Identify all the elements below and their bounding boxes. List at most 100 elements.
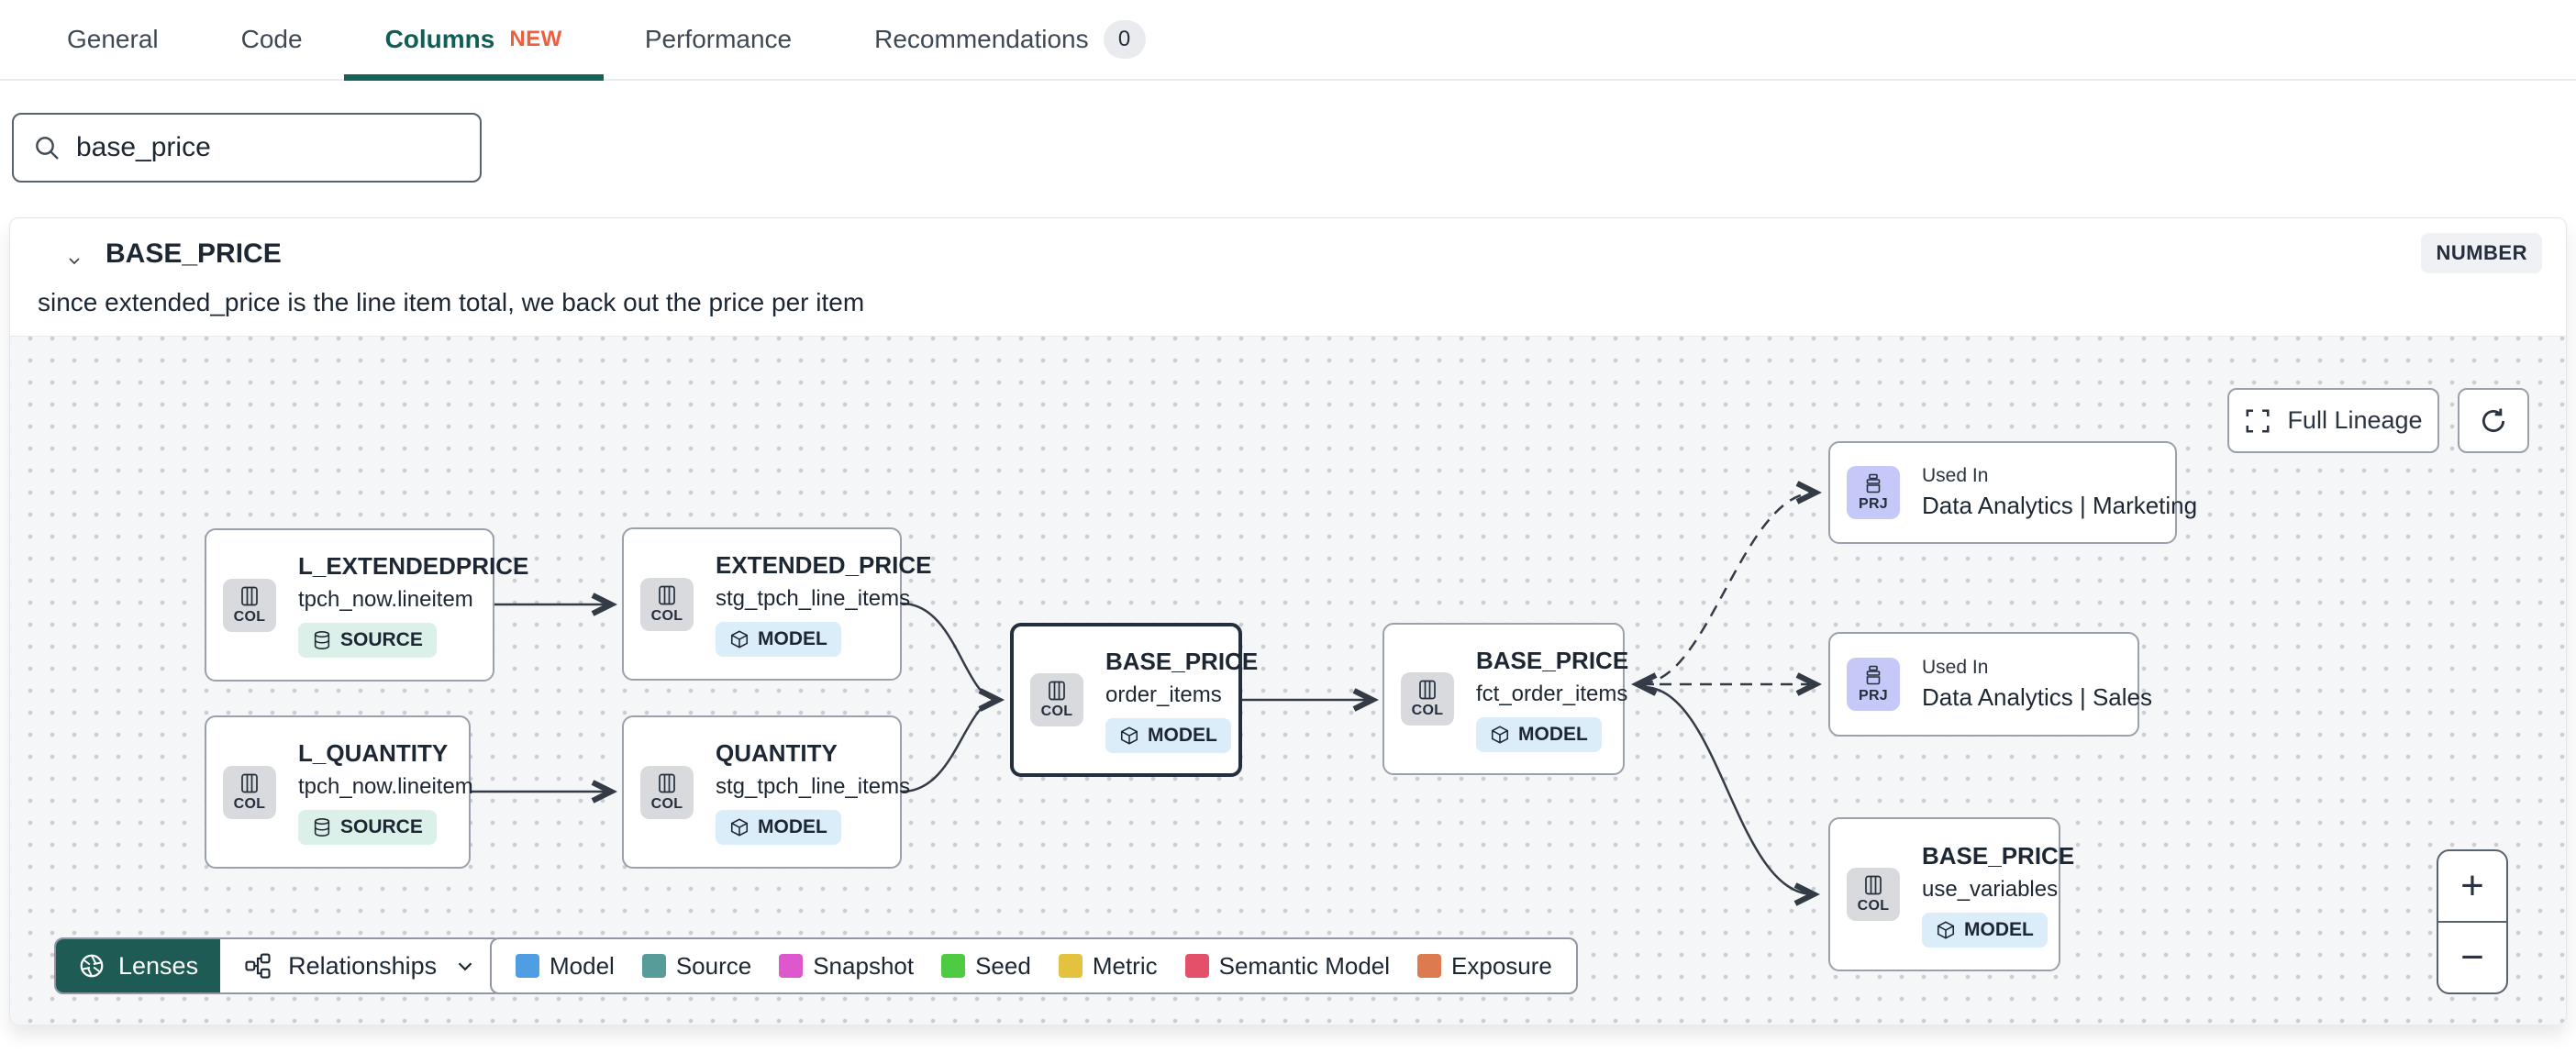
columns-icon	[1865, 875, 1882, 895]
tab-label: Columns	[384, 25, 495, 53]
resource-pill: MODEL	[1922, 912, 2048, 948]
node-body: Used In Data Analytics | Marketing	[1922, 465, 2215, 520]
lineage-node-used-in-marketing[interactable]: PRJ Used In Data Analytics | Marketing	[1828, 441, 2197, 544]
cube-icon	[1120, 726, 1138, 745]
node-title: QUANTITY	[716, 739, 838, 767]
resource-pill: MODEL	[1476, 716, 1602, 752]
count-badge: 0	[1103, 20, 1146, 59]
expand-icon	[2246, 409, 2270, 432]
column-description: since extended_price is the line item to…	[38, 288, 865, 316]
cube-icon	[1937, 920, 1955, 939]
lineage-node-base-price-fct-order-items[interactable]: COL BASE_PRICE fct_order_items MODEL	[1382, 623, 1628, 775]
column-badge: COL	[640, 577, 694, 631]
node-body: BASE_PRICE use_variables MODEL	[1922, 842, 2093, 948]
legend-item-metric: Metric	[1058, 951, 1158, 981]
legend-label: Metric	[1092, 951, 1158, 980]
tab-general[interactable]: General	[26, 0, 200, 79]
lineage-node-extended-price[interactable]: COL EXTENDED_PRICE stg_tpch_line_items M…	[622, 527, 932, 681]
node-body: BASE_PRICE order_items MODEL	[1105, 648, 1276, 753]
refresh-button[interactable]	[2458, 388, 2529, 453]
lineage-node-base-price-use-variables[interactable]: COL BASE_PRICE use_variables MODEL	[1828, 817, 2074, 971]
lineage-node-l-quantity[interactable]: COL L_QUANTITY tpch_now.lineitem SOURCE	[205, 715, 473, 869]
lineage-node-quantity[interactable]: COL QUANTITY stg_tpch_line_items MODEL	[622, 715, 910, 869]
legend-item-source: Source	[641, 952, 751, 981]
tab-code[interactable]: Code	[200, 0, 344, 79]
node-subtitle: stg_tpch_line_items	[716, 586, 911, 611]
node-subtitle: tpch_now.lineitem	[298, 774, 473, 799]
resource-pill: SOURCE	[298, 623, 437, 658]
lineage-node-l-extendedprice[interactable]: COL L_EXTENDEDPRICE tpch_now.lineitem SO…	[205, 528, 528, 682]
tab-columns[interactable]: Columns NEW	[343, 0, 605, 81]
new-badge: NEW	[509, 27, 562, 51]
tab-label: General	[67, 25, 159, 53]
relationships-label: Relationships	[288, 951, 438, 980]
zoom-in-button[interactable]: +	[2438, 851, 2506, 923]
node-title: L_QUANTITY	[298, 739, 449, 767]
legend-item-semantic-model: Semantic Model	[1184, 951, 1391, 981]
resource-pill: MODEL	[1105, 717, 1231, 753]
resource-legend: Model Source Snapshot Seed Metric Semant…	[490, 937, 1578, 994]
relationships-icon	[245, 953, 271, 979]
legend-swatch	[1184, 954, 1209, 978]
node-body: L_EXTENDEDPRICE tpch_now.lineitem SOURCE	[298, 552, 547, 658]
collapse-toggle[interactable]	[58, 244, 91, 277]
node-title: L_EXTENDEDPRICE	[298, 552, 529, 580]
node-title: BASE_PRICE	[1922, 841, 2075, 870]
column-badge: COL	[223, 578, 276, 632]
lineage-node-base-price-order-items[interactable]: COL BASE_PRICE order_items MODEL	[1010, 623, 1258, 777]
legend-item-model: Model	[516, 952, 615, 981]
project-icon	[1866, 665, 1881, 685]
columns-icon	[241, 773, 258, 793]
full-lineage-button[interactable]: Full Lineage	[2227, 388, 2439, 453]
node-body: QUANTITY stg_tpch_line_items MODEL	[716, 739, 928, 845]
tab-label: Performance	[644, 25, 793, 53]
node-body: BASE_PRICE fct_order_items MODEL	[1476, 647, 1647, 752]
zoom-out-button[interactable]: −	[2438, 923, 2506, 992]
columns-icon	[1419, 680, 1436, 700]
node-body: Used In Data Analytics | Sales	[1922, 657, 2171, 712]
full-lineage-label: Full Lineage	[2287, 406, 2423, 434]
cube-icon	[730, 818, 749, 837]
resource-label: MODEL	[1148, 724, 1217, 746]
relationships-dropdown[interactable]: Relationships	[220, 939, 501, 992]
lineage-canvas[interactable]: COL L_EXTENDEDPRICE tpch_now.lineitem SO…	[10, 336, 2566, 1025]
legend-label: Semantic Model	[1218, 951, 1391, 980]
column-badge: COL	[1847, 868, 1900, 921]
project-icon	[1866, 473, 1881, 493]
used-in-label: Used In	[1922, 465, 1989, 486]
badge-label: COL	[233, 795, 266, 812]
tab-performance[interactable]: Performance	[604, 0, 833, 79]
columns-icon	[1049, 681, 1065, 701]
cube-icon	[730, 630, 749, 648]
tab-recommendations[interactable]: Recommendations 0	[833, 0, 1186, 79]
legend-label: Snapshot	[813, 951, 915, 980]
lenses-label: Lenses	[118, 951, 199, 980]
node-body: L_QUANTITY tpch_now.lineitem SOURCE	[298, 739, 492, 845]
node-title: BASE_PRICE	[1476, 646, 1629, 674]
cube-icon	[1491, 725, 1509, 744]
legend-swatch	[779, 954, 804, 978]
resource-label: SOURCE	[340, 629, 423, 650]
resource-label: MODEL	[758, 816, 827, 837]
legend-item-seed: Seed	[941, 952, 1031, 981]
search-icon	[36, 137, 59, 160]
badge-label: PRJ	[1858, 688, 1889, 704]
tab-label: Code	[240, 25, 303, 53]
legend-label: Seed	[975, 951, 1031, 980]
search-input[interactable]	[76, 132, 461, 163]
legend-item-snapshot: Snapshot	[779, 952, 914, 981]
lineage-node-used-in-sales[interactable]: PRJ Used In Data Analytics | Sales	[1828, 632, 2152, 737]
columns-icon	[659, 585, 675, 604]
legend-swatch	[1417, 954, 1442, 978]
columns-icon	[659, 773, 675, 793]
legend-swatch	[641, 954, 666, 978]
column-badge: COL	[223, 765, 276, 819]
chevron-down-icon	[458, 962, 472, 971]
node-subtitle: fct_order_items	[1476, 681, 1628, 706]
lenses-button[interactable]: Lenses	[56, 939, 221, 992]
used-in-label: Used In	[1922, 657, 1989, 678]
resource-pill: MODEL	[716, 622, 841, 657]
column-data-type-badge: NUMBER	[2421, 233, 2542, 273]
zoom-control: + −	[2437, 849, 2508, 994]
node-body: EXTENDED_PRICE stg_tpch_line_items MODEL	[716, 551, 950, 657]
